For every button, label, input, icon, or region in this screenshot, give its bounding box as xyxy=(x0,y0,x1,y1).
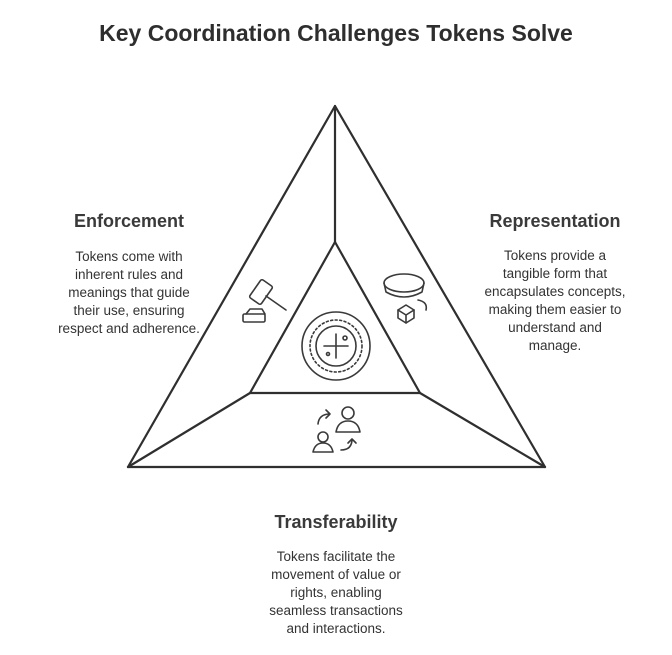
connector-left xyxy=(126,391,252,469)
page-title: Key Coordination Challenges Tokens Solve xyxy=(99,20,573,46)
transferability-line: movement of value or xyxy=(271,567,401,582)
token-coin-icon xyxy=(301,311,371,381)
representation-title: Representation xyxy=(489,211,621,231)
transferability-line: Tokens facilitate the xyxy=(276,549,396,564)
transferability-line: seamless transactions xyxy=(269,603,403,618)
representation-line: making them easier to xyxy=(488,302,622,317)
enforcement-description: Tokens come with inherent rules and mean… xyxy=(18,248,240,338)
enforcement-title: Enforcement xyxy=(73,211,185,231)
inner-triangle xyxy=(248,240,422,395)
representation-line: tangible form that xyxy=(502,266,608,281)
enforcement-line: Tokens come with xyxy=(75,249,183,264)
representation-line: encapsulates concepts, xyxy=(484,284,626,299)
representation-description: Tokens provide a tangible form that enca… xyxy=(452,247,658,355)
enforcement-line: inherent rules and xyxy=(74,267,184,282)
ring-and-cube-icon xyxy=(383,273,428,324)
enforcement-line: respect and adherence. xyxy=(58,321,200,336)
transferability-description: Tokens facilitate the movement of value … xyxy=(226,548,446,638)
representation-line: understand and xyxy=(508,320,602,335)
representation-line: Tokens provide a xyxy=(503,248,607,263)
outer-triangle xyxy=(126,104,547,469)
gavel-icon xyxy=(242,278,287,323)
user-exchange-icon xyxy=(312,406,361,453)
enforcement-line: their use, ensuring xyxy=(73,303,185,318)
representation-line: manage. xyxy=(528,338,582,353)
connector-right xyxy=(418,391,547,469)
transferability-line: rights, enabling xyxy=(290,585,382,600)
enforcement-line: meanings that guide xyxy=(68,285,190,300)
transferability-line: and interactions. xyxy=(286,621,386,636)
transferability-title: Transferability xyxy=(274,512,398,532)
